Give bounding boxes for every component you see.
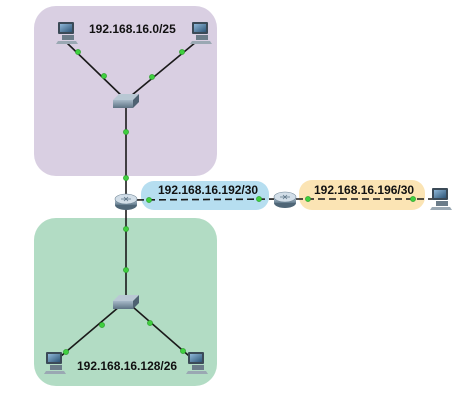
- link-dot: [149, 74, 155, 80]
- link-dot: [123, 175, 129, 181]
- router-icon[interactable]: [273, 191, 297, 208]
- link-dot: [123, 267, 129, 273]
- link-dot: [180, 348, 186, 354]
- wan-left-zone: [141, 181, 269, 210]
- link-dot: [101, 73, 107, 79]
- link-dot: [146, 197, 152, 203]
- link-dot: [179, 49, 185, 55]
- switch-icon[interactable]: [113, 94, 139, 108]
- pc-icon[interactable]: [430, 188, 452, 210]
- pc-icon[interactable]: [190, 22, 212, 44]
- wan-left-subnet-label: 192.168.16.192/30: [158, 183, 258, 197]
- link-dot: [305, 196, 311, 202]
- pc-icon[interactable]: [186, 352, 208, 374]
- link-dot: [99, 322, 105, 328]
- pc-icon[interactable]: [44, 352, 66, 374]
- router-icon[interactable]: [114, 193, 138, 210]
- wan-right-subnet-label: 192.168.16.196/30: [314, 183, 414, 197]
- link-dot: [147, 320, 153, 326]
- link-dot: [75, 49, 81, 55]
- pc-icon[interactable]: [56, 22, 78, 44]
- link-dot: [256, 196, 262, 202]
- link-dot: [410, 196, 416, 202]
- link-dot: [63, 349, 69, 355]
- switch-icon[interactable]: [113, 295, 139, 309]
- lan-bottom-subnet-label: 192.168.16.128/26: [77, 359, 177, 373]
- lan-top-zone: [34, 6, 217, 176]
- lan-top-subnet-label: 192.168.16.0/25: [89, 22, 176, 36]
- link-dot: [123, 226, 129, 232]
- wan-right-zone: [299, 180, 425, 210]
- link-status-dots: [63, 49, 416, 355]
- link-dot: [123, 129, 129, 135]
